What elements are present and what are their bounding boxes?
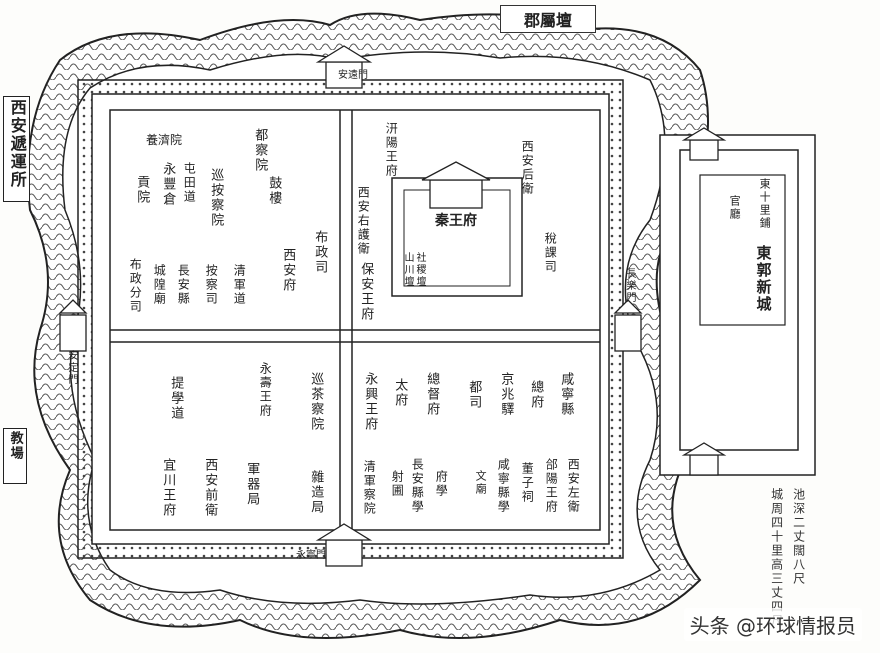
bldg-xianning-xue: 咸寧縣學 xyxy=(496,458,511,514)
bldg-xian-right: 西安右護衛 xyxy=(356,186,371,256)
bldg-shepu: 射圃 xyxy=(390,470,405,498)
bldg-yangji: 養濟院 xyxy=(146,133,183,147)
bldg-qinwang: 秦王府 xyxy=(435,213,477,229)
bldg-junqi: 軍器局 xyxy=(244,462,260,507)
gate-east: 長樂門 xyxy=(624,268,635,304)
bldg-shuike: 稅課司 xyxy=(543,232,558,274)
bldg-zongdu: 總督府 xyxy=(424,372,440,417)
bldg-zaozao: 雜造局 xyxy=(308,470,324,515)
east-new-city: 東郭新城 xyxy=(754,245,773,313)
bldg-yichuan: 宜川王府 xyxy=(160,458,176,518)
bldg-buzheng-fensi: 布政分司 xyxy=(128,258,143,314)
bldg-xianning: 咸寧縣 xyxy=(558,372,574,417)
note-wall: 城周四十里高三丈四尺 xyxy=(769,488,784,628)
bldg-dongshi: 東十里鋪 xyxy=(758,178,772,230)
bldg-gulou: 鼓樓 xyxy=(266,176,282,206)
title-plaque: 郡屬壇 xyxy=(500,5,596,33)
bldg-anchasi: 按察司 xyxy=(204,264,219,306)
gate-west: 安定門 xyxy=(66,350,77,386)
bldg-gongyuan: 貢院 xyxy=(134,175,150,205)
bldg-tixue: 提學道 xyxy=(168,376,184,421)
bldg-fuxue: 府學 xyxy=(434,470,449,498)
bldg-zongfu: 總府 xyxy=(528,380,544,410)
bldg-xian-left: 西安左衛 xyxy=(566,458,581,514)
bldg-sheji: 社稷壇 xyxy=(414,252,425,288)
bldg-heyang: 郃陽王府 xyxy=(544,458,559,514)
bldg-jingzhao: 京兆驛 xyxy=(498,372,514,417)
bldg-baoan: 保安王府 xyxy=(358,262,374,322)
bldg-yongfeng: 永豐倉 xyxy=(160,162,176,207)
bldg-duchayuan: 都察院 xyxy=(252,128,268,173)
bldg-chenghuang: 城隍廟 xyxy=(152,264,167,306)
label-drill-ground: 教場 xyxy=(3,428,27,484)
bldg-xunan: 巡按察院 xyxy=(208,168,224,228)
bldg-yongshou: 永壽王府 xyxy=(258,362,273,418)
bldg-changan: 長安縣 xyxy=(176,264,191,306)
bldg-shanchuan: 山川壇 xyxy=(402,252,413,288)
bldg-guanting: 官廳 xyxy=(728,195,742,221)
bldg-xianfu: 西安府 xyxy=(280,248,296,293)
bldg-dongzi: 董子祠 xyxy=(520,462,535,504)
bldg-tuntian: 屯田道 xyxy=(182,162,197,204)
gate-north: 安遠門 xyxy=(338,70,368,81)
bldg-taifu: 太府 xyxy=(392,378,408,408)
bldg-wenmiao: 文廟 xyxy=(474,470,488,496)
bldg-yongxing: 永興王府 xyxy=(362,372,378,432)
bldg-xian-rear: 西安后衛 xyxy=(520,140,535,196)
bldg-xianqian: 西安前衛 xyxy=(202,458,218,518)
note-moat: 池深二丈闊八尺 xyxy=(791,488,806,586)
bldg-qingjun2: 清軍察院 xyxy=(362,460,377,516)
bldg-qianyang: 汧陽王府 xyxy=(384,122,399,178)
gate-south: 永寧門 xyxy=(296,550,326,561)
bldg-xuncha: 巡茶察院 xyxy=(308,372,324,432)
bldg-qingjun: 清軍道 xyxy=(232,264,247,306)
bldg-buzhengsi: 布政司 xyxy=(312,230,328,275)
bldg-dusi: 都司 xyxy=(466,380,482,410)
label-dispatch-station: 西安遞運所 xyxy=(3,96,30,202)
bldg-changan-xue: 長安縣學 xyxy=(410,458,425,514)
watermark: 头条 @环球情报员 xyxy=(683,608,862,641)
